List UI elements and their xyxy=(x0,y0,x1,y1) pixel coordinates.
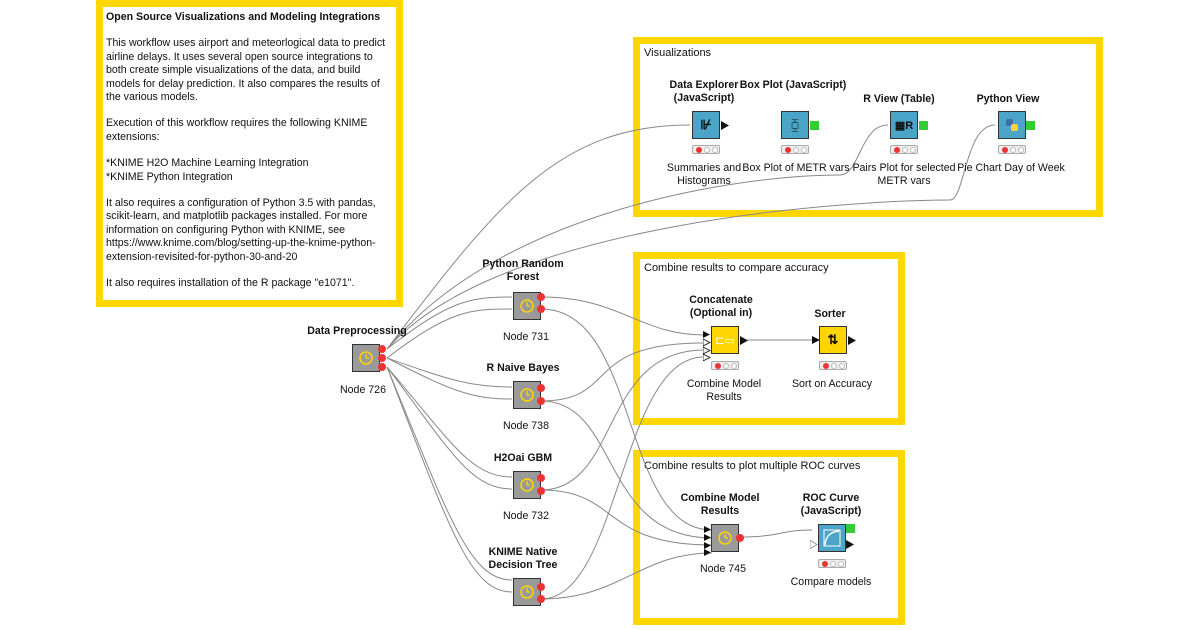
node-box-plot[interactable]: ⧮ xyxy=(781,111,809,139)
node-status-traffic-light xyxy=(711,361,739,370)
output-port[interactable] xyxy=(537,305,545,313)
node-status-traffic-light xyxy=(819,361,847,370)
accuracy-annotation-title: Combine results to compare accuracy xyxy=(644,262,829,274)
visualizations-annotation-title: Visualizations xyxy=(644,47,712,59)
node-naive-bayes-label: Node 738 xyxy=(503,420,549,432)
description-p2: Execution of this workflow requires the … xyxy=(106,117,368,143)
image-output-port[interactable] xyxy=(810,121,819,130)
description-p5: It also requires installation of the R p… xyxy=(106,277,355,290)
node-combine-title: Combine Model Results xyxy=(680,492,760,517)
node-concatenate[interactable]: ⊏▭ xyxy=(711,326,739,354)
node-status-traffic-light xyxy=(890,145,918,154)
node-pyview-label: Pie Chart Day of Week xyxy=(957,162,1065,174)
output-port[interactable] xyxy=(537,487,545,495)
node-boxplot-label: Box Plot of METR vars xyxy=(742,162,850,174)
node-status-traffic-light xyxy=(998,145,1026,154)
node-knime-decision-tree[interactable] xyxy=(513,578,541,606)
description-p1: This workflow uses airport and meteorlog… xyxy=(106,37,386,104)
node-rview-label: Pairs Plot for selected METR vars xyxy=(852,162,956,187)
node-python-view[interactable] xyxy=(998,111,1026,139)
output-port[interactable] xyxy=(378,345,386,353)
node-decision-tree-title: KNIME Native Decision Tree xyxy=(488,546,558,571)
node-concatenate-title: Concatenate (Optional in) xyxy=(689,294,753,319)
node-naive-bayes-title: R Naive Bayes xyxy=(486,362,560,374)
output-port[interactable] xyxy=(537,595,545,603)
node-sorter[interactable]: ⇅ xyxy=(819,326,847,354)
node-roc-label: Compare models xyxy=(790,576,872,588)
node-data-explorer-title: Data Explorer (JavaScript) xyxy=(669,79,739,104)
metanode-icon xyxy=(514,293,540,319)
node-rview-title: R View (Table) xyxy=(863,93,935,105)
output-port[interactable] xyxy=(736,534,744,542)
metanode-icon xyxy=(514,579,540,605)
concatenate-icon: ⊏▭ xyxy=(715,334,735,347)
output-port-arrow[interactable] xyxy=(721,121,729,130)
accuracy-annotation: Combine results to compare accuracy xyxy=(633,252,905,425)
roc-annotation-title: Combine results to plot multiple ROC cur… xyxy=(644,460,861,472)
node-concatenate-label: Combine Model Results xyxy=(686,378,762,403)
node-sorter-label: Sort on Accuracy xyxy=(791,378,873,390)
node-python-random-forest[interactable] xyxy=(513,292,541,320)
node-status-traffic-light xyxy=(781,145,809,154)
output-port-arrow[interactable] xyxy=(848,336,856,345)
node-data-preprocessing[interactable] xyxy=(352,344,380,372)
node-status-traffic-light xyxy=(818,559,846,568)
input-ports[interactable] xyxy=(703,331,711,361)
node-boxplot-title: Box Plot (JavaScript) xyxy=(739,79,847,91)
output-port-arrow[interactable] xyxy=(846,540,854,549)
metanode-icon xyxy=(712,525,738,551)
node-data-explorer-label: Summaries and Histograms xyxy=(666,162,742,187)
node-roc-curve[interactable] xyxy=(818,524,846,552)
image-output-port[interactable] xyxy=(1026,121,1035,130)
node-random-forest-title: Python Random Forest xyxy=(482,258,564,283)
node-gbm-title: H2Oai GBM xyxy=(493,452,553,464)
roc-curve-icon xyxy=(819,525,845,551)
input-port-arrow[interactable] xyxy=(810,540,818,549)
description-p3b: *KNIME Python Integration xyxy=(106,170,233,183)
workflow-description-annotation: Open Source Visualizations and Modeling … xyxy=(96,0,403,307)
sort-icon: ⇅ xyxy=(827,332,839,347)
node-h2oai-gbm[interactable] xyxy=(513,471,541,499)
metanode-icon xyxy=(514,472,540,498)
node-r-view[interactable]: ▦R xyxy=(890,111,918,139)
box-plot-icon: ⧮ xyxy=(790,117,800,132)
description-p3a: *KNIME H2O Machine Learning Integration xyxy=(106,157,309,170)
node-gbm-label: Node 732 xyxy=(503,510,549,522)
node-data-preprocessing-title: Data Preprocessing xyxy=(307,325,407,337)
node-pyview-title: Python View xyxy=(976,93,1040,105)
image-output-port[interactable] xyxy=(846,524,855,533)
python-icon xyxy=(999,112,1025,138)
node-r-naive-bayes[interactable] xyxy=(513,381,541,409)
node-data-preprocessing-label: Node 726 xyxy=(340,384,386,396)
roc-annotation: Combine results to plot multiple ROC cur… xyxy=(633,450,905,625)
node-combine-model-results[interactable] xyxy=(711,524,739,552)
output-port[interactable] xyxy=(537,384,545,392)
node-sorter-title: Sorter xyxy=(814,308,846,320)
r-table-icon: ▦R xyxy=(894,119,914,132)
metanode-icon xyxy=(514,382,540,408)
output-port[interactable] xyxy=(537,293,545,301)
node-status-traffic-light xyxy=(692,145,720,154)
image-output-port[interactable] xyxy=(919,121,928,130)
node-random-forest-label: Node 731 xyxy=(503,331,549,343)
input-ports[interactable] xyxy=(704,526,712,556)
description-p4: It also requires a configuration of Pyth… xyxy=(106,197,376,263)
node-roc-title: ROC Curve (JavaScript) xyxy=(800,492,862,517)
node-combine-label: Node 745 xyxy=(700,563,746,575)
output-port[interactable] xyxy=(537,583,545,591)
output-port[interactable] xyxy=(537,474,545,482)
output-port-arrow[interactable] xyxy=(740,336,748,345)
node-data-explorer[interactable]: ⊮ xyxy=(692,111,720,139)
output-port[interactable] xyxy=(378,354,386,362)
metanode-icon xyxy=(353,345,379,371)
output-port[interactable] xyxy=(378,363,386,371)
output-port[interactable] xyxy=(537,397,545,405)
description-title: Open Source Visualizations and Modeling … xyxy=(106,11,381,23)
data-explorer-icon: ⊮ xyxy=(700,117,712,132)
